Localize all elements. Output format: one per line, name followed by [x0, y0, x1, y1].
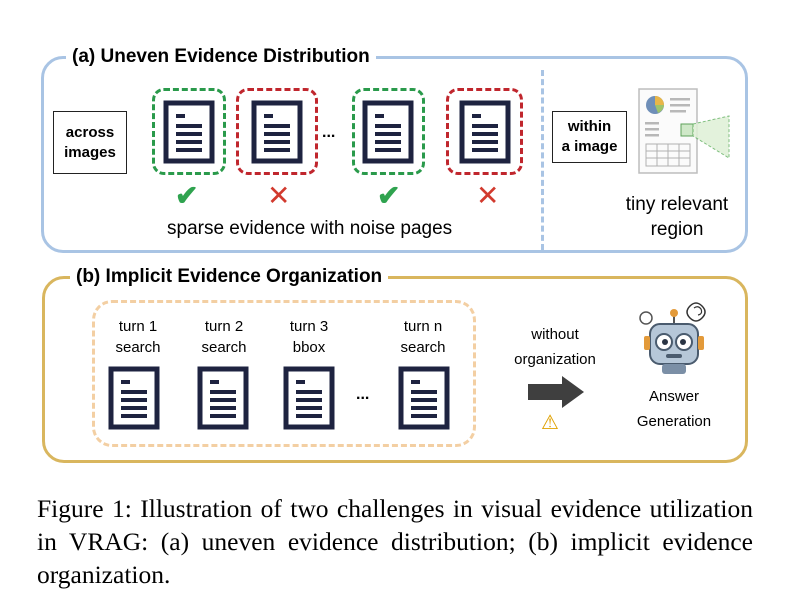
- turn-label: turn 1 search: [98, 316, 178, 358]
- cross-icon: ✕: [267, 180, 291, 211]
- arrow-right-icon: [528, 376, 584, 408]
- document-icon: [283, 366, 335, 430]
- across-images-label: across images: [53, 111, 127, 174]
- document-icon: [163, 100, 215, 164]
- document-icon: [398, 366, 450, 430]
- turn-label: turn 3 bbox: [269, 316, 349, 358]
- answer-generation-label: Answer Generation: [636, 388, 712, 430]
- turn-number: turn 3: [289, 318, 329, 335]
- turn-number: turn n: [403, 318, 443, 335]
- turn-action: search: [201, 339, 247, 356]
- turn-label: turn 2 search: [184, 316, 264, 358]
- panel-b-title: (b) Implicit Evidence Organization: [70, 266, 389, 288]
- page-region-icon: [638, 88, 730, 174]
- panel-a-divider: [541, 70, 544, 250]
- ellipsis: ...: [322, 124, 336, 141]
- tiny-region-caption: tiny relevant region: [625, 194, 729, 240]
- turn-label: turn n search: [383, 316, 463, 358]
- cross-icon: ✕: [476, 180, 500, 211]
- relevant-page-frame: [152, 88, 226, 175]
- check-icon: ✔: [377, 180, 401, 211]
- document-icon: [197, 366, 249, 430]
- panel-uneven-evidence: [41, 56, 748, 253]
- document-icon: [459, 100, 511, 164]
- within-image-label: within a image: [552, 111, 627, 163]
- document-icon: [251, 100, 303, 164]
- robot-icon: [639, 302, 706, 374]
- figure-caption: Figure 1: Illustration of two challenges…: [37, 494, 753, 589]
- relevant-page-frame: [352, 88, 425, 175]
- search-turns-group: [92, 300, 476, 447]
- warning-icon: ⚠: [541, 412, 559, 434]
- panel-implicit-organization: [42, 276, 748, 463]
- check-icon: ✔: [175, 180, 199, 211]
- turn-action: bbox: [292, 339, 326, 356]
- document-icon: [362, 100, 414, 164]
- panel-a-title: (a) Uneven Evidence Distribution: [66, 46, 376, 68]
- turn-action: search: [400, 339, 446, 356]
- turn-number: turn 1: [118, 318, 158, 335]
- ellipsis: ...: [356, 386, 370, 403]
- sparse-evidence-caption: sparse evidence with noise pages: [167, 218, 453, 239]
- document-icon: [108, 366, 160, 430]
- noise-page-frame: [446, 88, 523, 175]
- without-organization-label: without organization: [514, 326, 596, 368]
- noise-page-frame: [236, 88, 318, 175]
- within-image-text: within a image: [561, 118, 618, 155]
- turn-action: search: [115, 339, 161, 356]
- across-images-text: across images: [64, 123, 116, 161]
- turn-number: turn 2: [204, 318, 244, 335]
